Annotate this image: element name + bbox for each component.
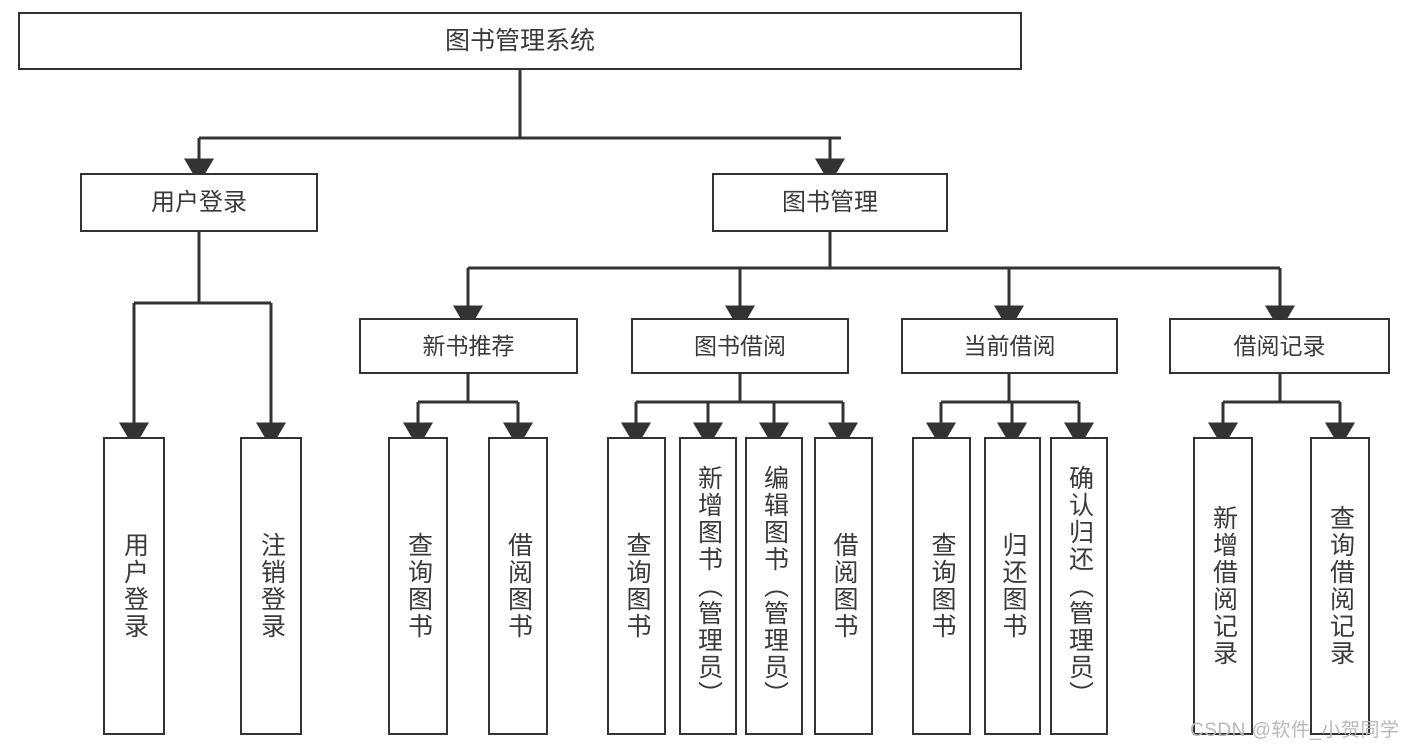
node-user-login[interactable]: 用户登录 xyxy=(80,173,318,232)
node-leaf-query-book-1-label: 查询图书 xyxy=(404,532,433,640)
node-current-borrow-label: 当前借阅 xyxy=(963,332,1056,359)
node-borrow-record-label: 借阅记录 xyxy=(1233,332,1326,359)
node-leaf-edit-book-label: 编辑图书（管理员） xyxy=(760,464,789,708)
node-leaf-add-book[interactable]: 新增图书（管理员） xyxy=(679,437,737,735)
node-book-borrow-label: 图书借阅 xyxy=(694,332,786,359)
node-book-manage[interactable]: 图书管理 xyxy=(712,173,948,232)
node-root-label: 图书管理系统 xyxy=(444,26,595,55)
node-leaf-query-book-3[interactable]: 查询图书 xyxy=(912,437,971,735)
node-book-manage-label: 图书管理 xyxy=(782,188,878,216)
csdn-watermark: CSDN @软件_小贺同学 xyxy=(1190,720,1400,741)
node-leaf-user-login[interactable]: 用户登录 xyxy=(103,437,165,735)
node-leaf-query-book-2-label: 查询图书 xyxy=(623,532,651,640)
node-leaf-borrow-book-1-label: 借阅图书 xyxy=(504,532,533,640)
node-leaf-add-record[interactable]: 新增借阅记录 xyxy=(1193,437,1253,735)
node-root[interactable]: 图书管理系统 xyxy=(18,12,1022,70)
node-new-book-recommend-label: 新书推荐 xyxy=(422,332,515,359)
node-leaf-logout-label: 注销登录 xyxy=(257,532,286,640)
node-leaf-add-book-label: 新增图书（管理员） xyxy=(694,464,723,708)
node-user-login-label: 用户登录 xyxy=(151,188,247,216)
node-leaf-query-book-1[interactable]: 查询图书 xyxy=(388,437,448,735)
node-leaf-query-book-2[interactable]: 查询图书 xyxy=(607,437,666,735)
node-leaf-borrow-book-2[interactable]: 借阅图书 xyxy=(814,437,873,735)
node-new-book-recommend[interactable]: 新书推荐 xyxy=(359,318,578,374)
node-leaf-add-record-label: 新增借阅记录 xyxy=(1209,505,1238,667)
node-leaf-borrow-book-2-label: 借阅图书 xyxy=(830,532,858,640)
node-current-borrow[interactable]: 当前借阅 xyxy=(901,318,1118,374)
node-leaf-return-book[interactable]: 归还图书 xyxy=(984,437,1041,735)
node-leaf-borrow-book-1[interactable]: 借阅图书 xyxy=(488,437,548,735)
node-leaf-query-record-label: 查询借阅记录 xyxy=(1326,505,1355,667)
node-leaf-logout[interactable]: 注销登录 xyxy=(240,437,302,735)
node-leaf-confirm-return[interactable]: 确认归还（管理员） xyxy=(1050,437,1108,735)
node-book-borrow[interactable]: 图书借阅 xyxy=(631,318,849,374)
node-leaf-user-login-label: 用户登录 xyxy=(120,532,149,640)
node-leaf-edit-book[interactable]: 编辑图书（管理员） xyxy=(745,437,803,735)
node-borrow-record[interactable]: 借阅记录 xyxy=(1169,318,1390,374)
node-leaf-query-record[interactable]: 查询借阅记录 xyxy=(1310,437,1370,735)
node-leaf-return-book-label: 归还图书 xyxy=(999,532,1027,640)
node-leaf-query-book-3-label: 查询图书 xyxy=(928,532,956,640)
node-leaf-confirm-return-label: 确认归还（管理员） xyxy=(1065,464,1094,708)
